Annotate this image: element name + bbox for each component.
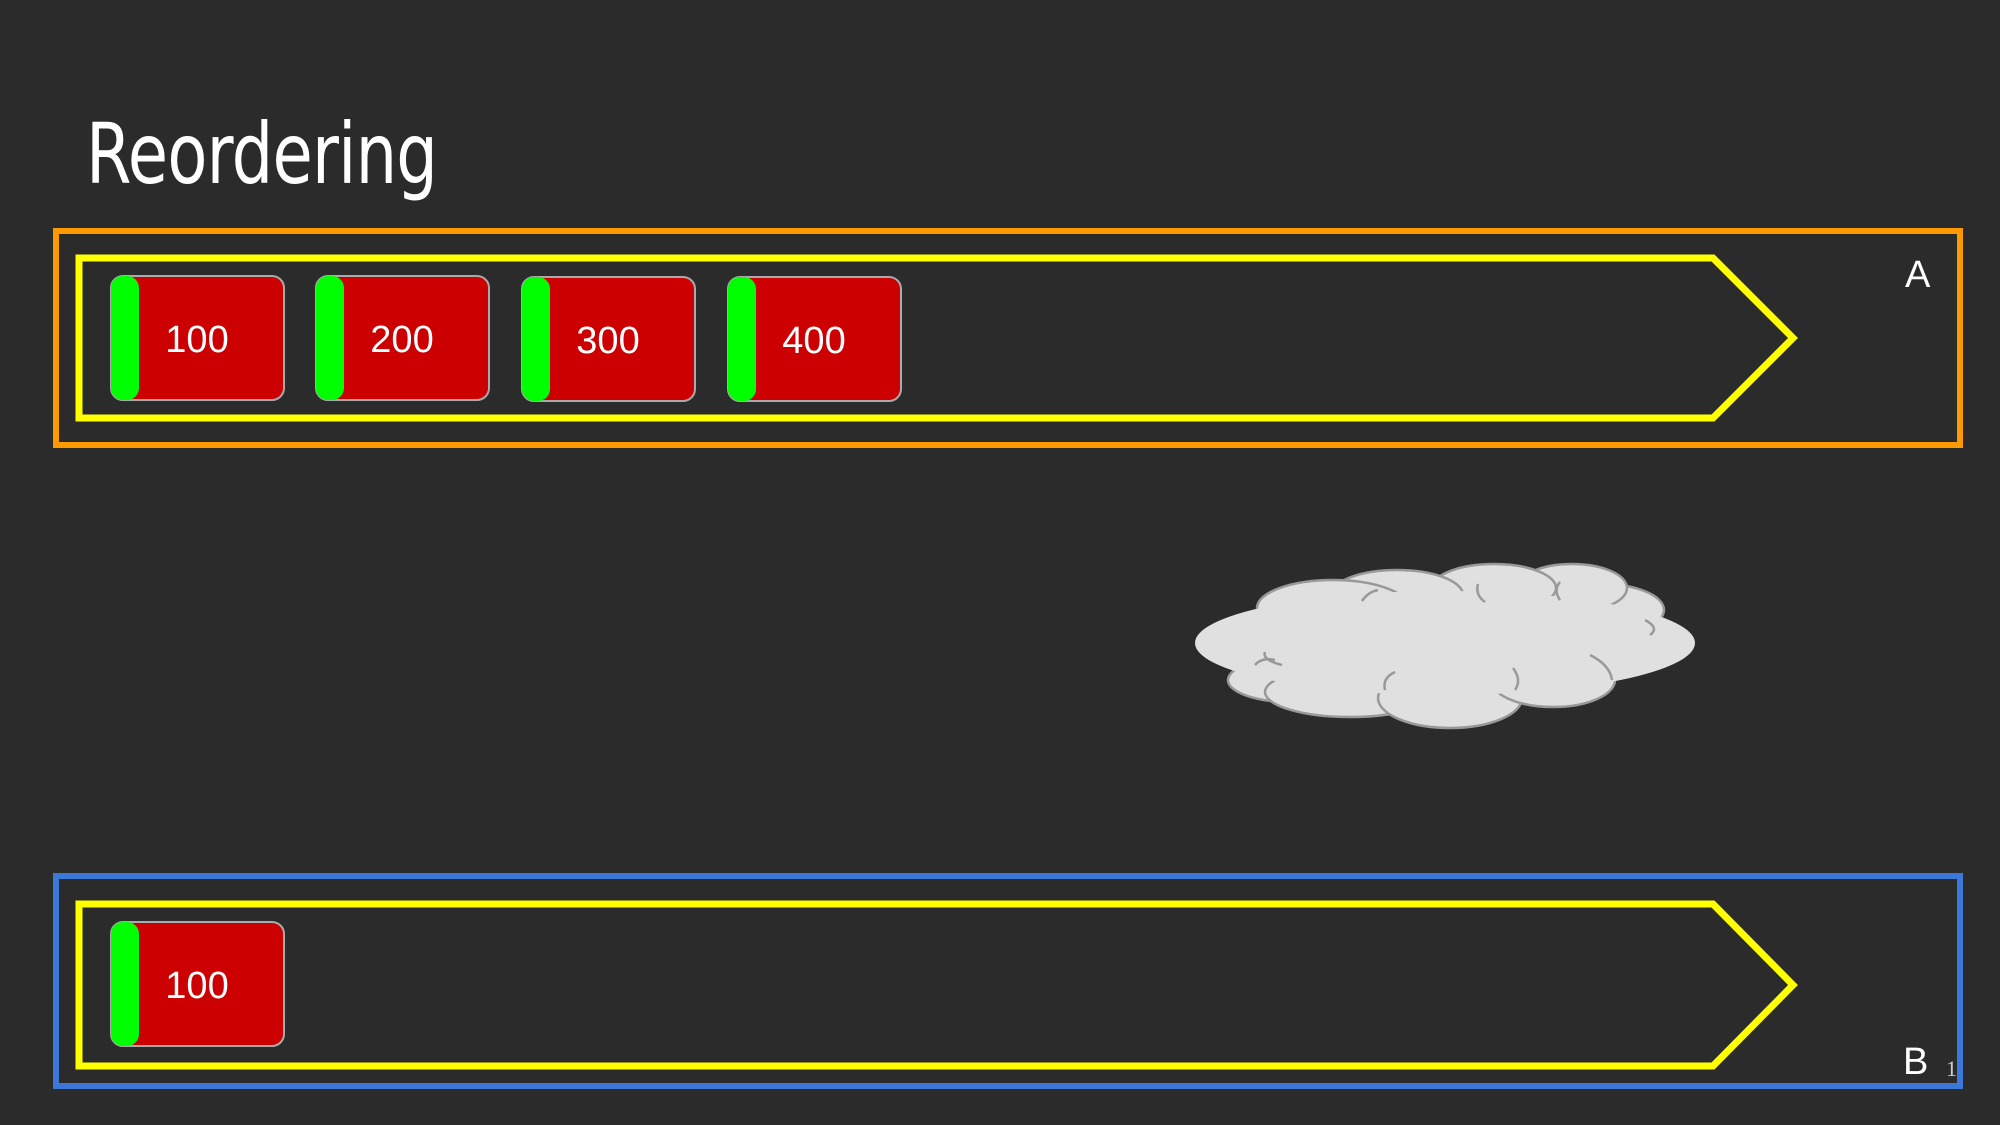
packet-label: 200 [370, 319, 433, 361]
packet-label: 100 [165, 319, 228, 361]
packet-a-1[interactable]: 100 [110, 275, 285, 401]
packet-a-4[interactable]: 400 [727, 276, 902, 402]
page-number: 1 [1946, 1056, 1957, 1081]
queue-arrow-icon [75, 254, 1798, 422]
slide-title: Reordering [86, 105, 438, 203]
host-a-box [53, 228, 1963, 448]
packet-label: 400 [782, 320, 845, 362]
host-b-label: B [1903, 1041, 1929, 1083]
packet-a-3[interactable]: 300 [521, 276, 696, 402]
packet-label: 100 [165, 965, 228, 1007]
packet-label: 300 [576, 320, 639, 362]
packet-b-1[interactable]: 100 [110, 921, 285, 1047]
queue-arrow-icon [75, 900, 1798, 1070]
host-b-box [53, 873, 1963, 1089]
packet-a-2[interactable]: 200 [315, 275, 490, 401]
host-a-label: A [1905, 254, 1931, 296]
